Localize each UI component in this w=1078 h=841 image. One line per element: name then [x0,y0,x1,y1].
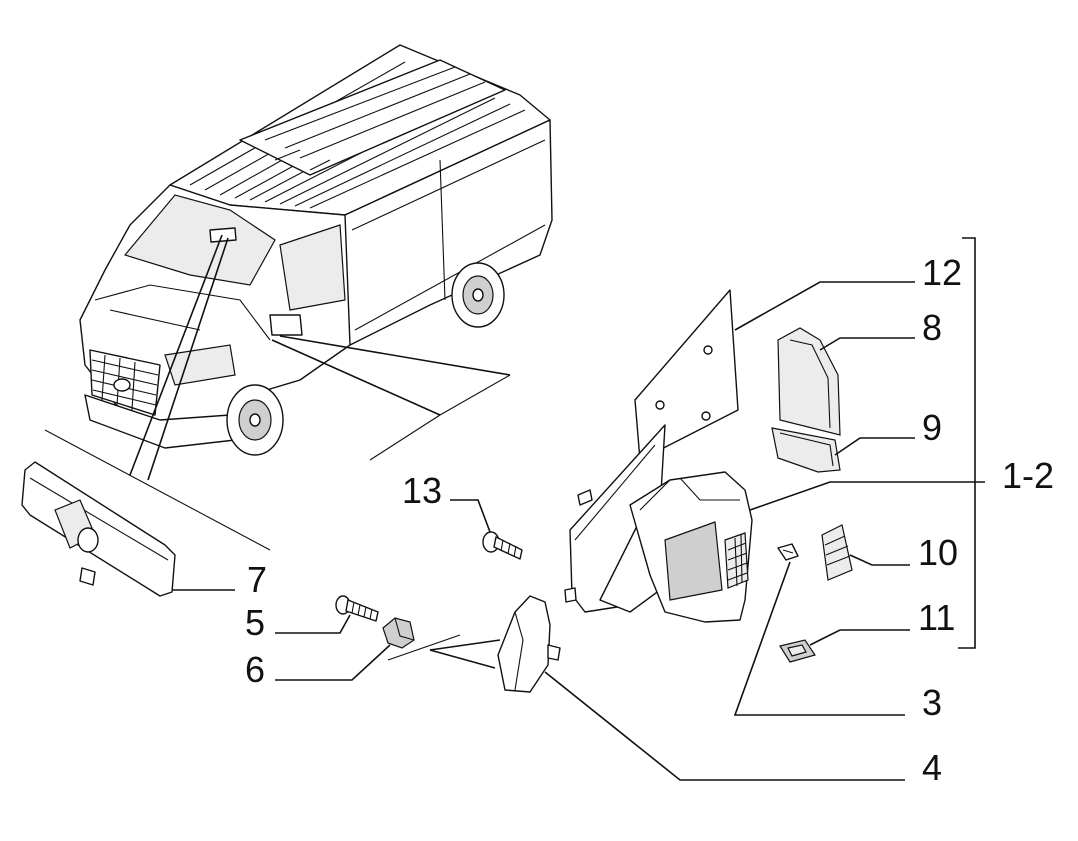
mounting-plate-12-icon [634,289,739,461]
bolt-13-icon [482,531,523,560]
callout-5: 5 [245,602,265,643]
callout-6: 6 [245,649,265,690]
callout-10: 10 [918,532,958,573]
leader-13 [450,499,491,533]
callout-4: 4 [922,747,942,788]
leader-1-2 [749,481,985,511]
mirror-cover-4-icon [497,595,561,693]
van-icon [79,44,553,456]
bulb-3-icon [777,543,799,561]
leader-12 [734,281,915,331]
leader-3 [733,561,905,716]
callout-3: 3 [922,682,942,723]
mirror-glass-8-icon [777,327,841,436]
leader-4-b [429,639,501,651]
indicator-lens-10-icon [821,524,853,581]
screw-5-icon [335,595,379,622]
callout-13: 13 [402,470,442,511]
callout-8: 8 [922,307,942,348]
callout-1-2: 1-2 [1002,455,1054,496]
callout-12: 12 [922,252,962,293]
leader-10 [849,554,910,566]
mirror-glass-9-icon [771,427,841,473]
leader-9 [834,437,915,456]
callout-9: 9 [922,407,942,448]
leader-4-a [429,649,496,669]
callout-7: 7 [247,559,267,600]
clip-11-icon [779,639,816,663]
leader-4 [544,671,905,781]
door-mirror-icon [564,424,753,623]
leader-8 [819,337,915,351]
clip-6-icon [382,617,415,649]
leader-5 [275,614,351,634]
leader-11 [809,629,910,646]
group-bracket [958,237,976,649]
leader-4-c [387,634,461,661]
leader-6 [275,644,391,681]
van-leader-lines [44,234,511,551]
callout-11: 11 [918,597,955,638]
rearview-mirror-icon [21,461,176,597]
